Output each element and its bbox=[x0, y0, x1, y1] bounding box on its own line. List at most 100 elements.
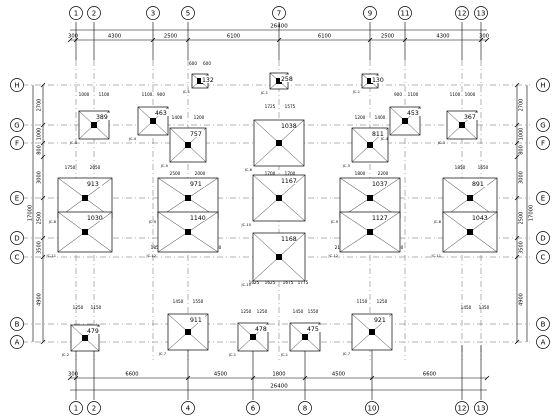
footing-label: 389 bbox=[96, 114, 108, 121]
footing-tag: JC-10 bbox=[241, 283, 252, 287]
dim-total-top: 26400 bbox=[270, 24, 288, 30]
footing-tag: JC-8 bbox=[48, 220, 57, 224]
axis-bubble-top-circle bbox=[474, 6, 488, 20]
footing-label: 911 bbox=[190, 317, 202, 324]
footing-dimension: 1150 bbox=[357, 299, 368, 304]
footing-label: 971 bbox=[190, 181, 202, 188]
footing-tag: JC-3 bbox=[437, 141, 445, 145]
footing-label: 258 bbox=[281, 76, 293, 83]
axis-bubble-right-circle bbox=[536, 250, 550, 264]
dim-label: 3000 bbox=[37, 171, 43, 184]
dim-label: 300 bbox=[68, 372, 78, 378]
footing-dimension: 1100 bbox=[408, 92, 419, 97]
footing-dimension: 600 bbox=[203, 61, 211, 66]
footing-dimension: 1700 bbox=[285, 171, 296, 176]
footing-dimension: 1575 bbox=[285, 104, 296, 109]
label-bg bbox=[189, 180, 205, 187]
axis-bubble-bottom-circle bbox=[455, 401, 469, 415]
column-mark bbox=[82, 195, 88, 201]
axis-bubble-left: E bbox=[15, 195, 19, 203]
label-bg bbox=[371, 130, 387, 137]
label-bg bbox=[371, 76, 383, 83]
axis-bubble-bottom: 8 bbox=[303, 405, 307, 413]
footing-label: 913 bbox=[87, 181, 99, 188]
footing-tag: JC-11 bbox=[46, 254, 56, 258]
dim-label: 2500 bbox=[519, 212, 525, 225]
footing-dimension: 1750 bbox=[65, 165, 76, 170]
dim-label: 2500 bbox=[164, 34, 177, 40]
axis-bubble-right: A bbox=[541, 339, 546, 347]
footing-label: 1037 bbox=[372, 181, 388, 188]
footing-dimension: 1250 bbox=[257, 309, 268, 314]
dim-label: 4300 bbox=[436, 34, 449, 40]
dim-tick bbox=[514, 195, 520, 201]
label-bg bbox=[254, 325, 270, 332]
label-bg bbox=[406, 109, 422, 116]
footing-tag: JC-4 bbox=[128, 137, 137, 141]
footing-tag: JC-8 bbox=[433, 220, 442, 224]
dim-tick bbox=[185, 37, 191, 43]
dim-label: 4300 bbox=[108, 34, 121, 40]
footing-label: 132 bbox=[202, 77, 214, 84]
footing-label: 453 bbox=[407, 110, 419, 117]
footing-label: 479 bbox=[87, 328, 99, 335]
dim-tick bbox=[402, 37, 408, 43]
dim-tick bbox=[40, 339, 46, 345]
column-mark bbox=[276, 78, 282, 84]
footing-dimension: 1625 bbox=[249, 280, 260, 285]
column-mark bbox=[367, 195, 373, 201]
axis-bubble-right-circle bbox=[536, 78, 550, 92]
footing-tag: JC-9 bbox=[330, 220, 339, 224]
column-mark bbox=[276, 254, 282, 260]
axis-bubble-bottom-circle bbox=[87, 401, 101, 415]
column-mark bbox=[82, 335, 88, 341]
footing-dimension: 2200 bbox=[378, 171, 389, 176]
footing-dimension: 2500 bbox=[170, 171, 181, 176]
dim-tick bbox=[484, 37, 490, 43]
axis-bubble-right-circle bbox=[536, 136, 550, 150]
axis-bubble-left-circle bbox=[10, 118, 24, 132]
axis-bubble-right: F bbox=[541, 140, 545, 148]
axis-bubble-top: 1 bbox=[74, 10, 78, 18]
label-bg bbox=[189, 130, 205, 137]
footing-tag: JC-5 bbox=[342, 164, 350, 168]
axis-bubble-top: 9 bbox=[368, 10, 372, 18]
footing-tag: JC-12 bbox=[328, 254, 338, 258]
axis-bubble-right: D bbox=[540, 235, 545, 243]
axis-bubble-bottom: 10 bbox=[368, 405, 377, 413]
dim-tick bbox=[40, 254, 46, 260]
dim-tick bbox=[514, 235, 520, 241]
axis-bubble-right-circle bbox=[536, 231, 550, 245]
dim-tick bbox=[40, 122, 46, 128]
column-mark bbox=[185, 195, 191, 201]
axis-grid bbox=[22, 22, 530, 400]
footing-label: 1038 bbox=[281, 123, 297, 130]
footing-dimension: 1450 bbox=[173, 299, 184, 304]
label-bg bbox=[371, 214, 387, 221]
footing-tag: JC-1 bbox=[352, 90, 360, 94]
axis-bubble-top-circle bbox=[398, 6, 412, 20]
axis-bubble-bottom: 6 bbox=[251, 405, 256, 413]
footing-tag: JC-11 bbox=[431, 254, 441, 258]
dim-tick bbox=[276, 37, 282, 43]
dim-label: 6100 bbox=[227, 34, 240, 40]
footing-label: 1168 bbox=[281, 236, 297, 243]
footing-label: 891 bbox=[472, 181, 484, 188]
dim-tick bbox=[514, 82, 520, 88]
footing-label: 1127 bbox=[372, 215, 388, 222]
footing-dimension: 1550 bbox=[193, 299, 204, 304]
footing-tag: JC-4 bbox=[380, 137, 389, 141]
dim-label: 4900 bbox=[519, 293, 525, 306]
axis-bubble-right: B bbox=[541, 321, 546, 329]
dim-tick bbox=[73, 37, 79, 43]
dim-label: 3500 bbox=[37, 241, 43, 254]
dim-tick bbox=[40, 195, 46, 201]
axis-bubble-right-circle bbox=[536, 317, 550, 331]
